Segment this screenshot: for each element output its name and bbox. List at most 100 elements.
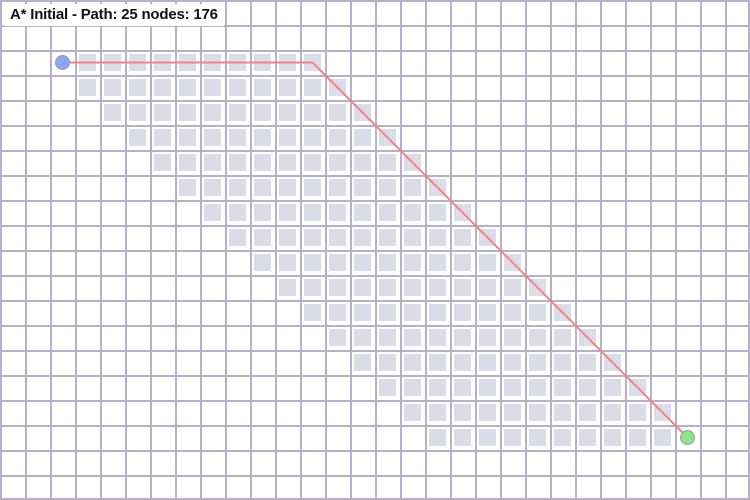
explored-cell: [404, 279, 421, 296]
explored-cell: [604, 429, 621, 446]
explored-cell: [354, 254, 371, 271]
explored-cell: [429, 304, 446, 321]
explored-cell: [154, 79, 171, 96]
explored-cell: [504, 379, 521, 396]
explored-cell: [304, 304, 321, 321]
explored-cell: [379, 179, 396, 196]
path-layer: [61, 61, 689, 439]
explored-cell: [329, 104, 346, 121]
explored-cell: [304, 79, 321, 96]
explored-cell: [504, 404, 521, 421]
explored-cell: [329, 254, 346, 271]
explored-cell: [279, 129, 296, 146]
explored-cell: [554, 429, 571, 446]
explored-cell: [529, 429, 546, 446]
explored-cell: [304, 179, 321, 196]
explored-cell: [229, 154, 246, 171]
explored-cell: [179, 104, 196, 121]
explored-cell: [329, 329, 346, 346]
explored-cell: [229, 79, 246, 96]
explored-cell: [379, 329, 396, 346]
explored-cell: [354, 279, 371, 296]
explored-cell: [404, 354, 421, 371]
explored-cell: [404, 404, 421, 421]
explored-cell: [204, 204, 221, 221]
explored-cell: [129, 129, 146, 146]
explored-cell: [404, 179, 421, 196]
explored-cell: [254, 179, 271, 196]
explored-cell: [154, 154, 171, 171]
explored-cell: [279, 279, 296, 296]
explored-cell: [254, 154, 271, 171]
explored-cell: [604, 379, 621, 396]
explored-cell: [329, 204, 346, 221]
explored-cell: [129, 104, 146, 121]
explored-cell: [454, 229, 471, 246]
explored-cell: [404, 254, 421, 271]
explored-cell: [454, 329, 471, 346]
explored-cell: [454, 304, 471, 321]
explored-cell: [179, 179, 196, 196]
explored-cell: [154, 129, 171, 146]
explored-cell: [379, 154, 396, 171]
explored-cell: [104, 104, 121, 121]
explored-cell: [429, 204, 446, 221]
explored-cell: [204, 79, 221, 96]
explored-cell: [429, 429, 446, 446]
explored-cell: [304, 129, 321, 146]
explored-cell: [529, 354, 546, 371]
explored-cell: [479, 279, 496, 296]
explored-cell: [404, 229, 421, 246]
status-title: A* Initial - Path: 25 nodes: 176: [4, 4, 224, 26]
explored-cell: [554, 404, 571, 421]
explored-cell: [129, 79, 146, 96]
explored-cell: [354, 179, 371, 196]
explored-cell: [204, 129, 221, 146]
explored-cell: [304, 254, 321, 271]
explored-cell: [554, 379, 571, 396]
explored-cell: [154, 104, 171, 121]
explored-cell: [404, 379, 421, 396]
explored-cell: [279, 104, 296, 121]
explored-cell: [379, 354, 396, 371]
explored-nodes-layer: [79, 54, 671, 446]
explored-cell: [579, 429, 596, 446]
explored-cell: [329, 129, 346, 146]
explored-cell: [479, 404, 496, 421]
explored-cell: [504, 354, 521, 371]
explored-cell: [279, 154, 296, 171]
explored-cell: [354, 204, 371, 221]
explored-cell: [304, 154, 321, 171]
explored-cell: [254, 104, 271, 121]
explored-cell: [629, 404, 646, 421]
explored-cell: [454, 429, 471, 446]
explored-cell: [454, 254, 471, 271]
explored-cell: [279, 179, 296, 196]
explored-cell: [604, 404, 621, 421]
explored-cell: [654, 429, 671, 446]
explored-cell: [354, 154, 371, 171]
explored-cell: [529, 404, 546, 421]
explored-cell: [329, 279, 346, 296]
explored-cell: [329, 179, 346, 196]
explored-cell: [579, 379, 596, 396]
path-line: [61, 61, 689, 439]
explored-cell: [279, 254, 296, 271]
explored-cell: [254, 204, 271, 221]
endpoint-markers: [55, 55, 695, 445]
explored-cell: [379, 229, 396, 246]
explored-cell: [529, 379, 546, 396]
explored-cell: [279, 79, 296, 96]
explored-cell: [404, 204, 421, 221]
explored-cell: [454, 379, 471, 396]
explored-cell: [554, 329, 571, 346]
explored-cell: [354, 354, 371, 371]
explored-cell: [79, 79, 96, 96]
explored-cell: [254, 79, 271, 96]
explored-cell: [454, 279, 471, 296]
explored-cell: [104, 79, 121, 96]
explored-cell: [229, 229, 246, 246]
explored-cell: [379, 379, 396, 396]
